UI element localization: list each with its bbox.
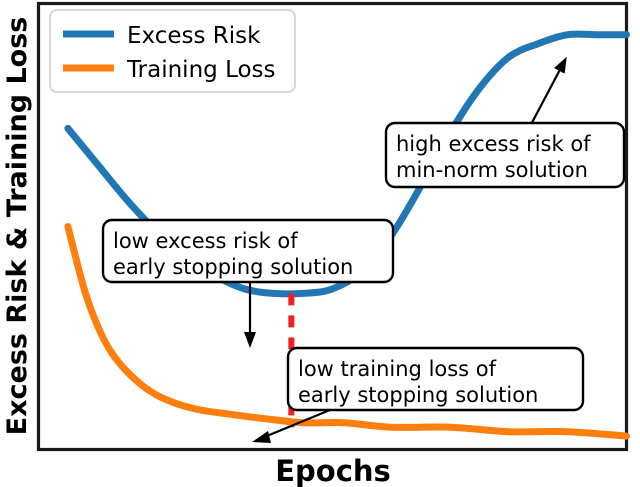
- annotation-low-excess-risk: low excess risk of early stopping soluti…: [101, 218, 395, 348]
- annotation-high-excess-risk: high excess risk of min-norm solution: [384, 56, 626, 189]
- annotation-arrowhead-low-excess-risk: [244, 332, 256, 348]
- annotation-line1-low-excess-risk: low excess risk of: [113, 229, 298, 253]
- annotation-line2-low-excess-risk: early stopping solution: [113, 255, 353, 279]
- annotation-low-training-loss: low training loss of early stopping solu…: [252, 346, 585, 443]
- annotation-line1-low-training-loss: low training loss of: [298, 357, 497, 381]
- annotation-box-low-excess-risk: [101, 218, 395, 284]
- annotation-box-low-training-loss: [286, 346, 585, 412]
- annotation-arrowhead-low-training-loss: [252, 431, 271, 443]
- annotation-line2-low-training-loss: early stopping solution: [298, 383, 538, 407]
- annotation-line1-high-excess-risk: high excess risk of: [396, 132, 591, 156]
- annotation-arrow-low-training-loss: [261, 408, 331, 440]
- series-line-training-loss: [64, 223, 630, 440]
- annotation-line2-high-excess-risk: min-norm solution: [396, 158, 588, 182]
- legend-item-excess-risk[interactable]: Excess Risk: [63, 23, 261, 49]
- legend: Excess Risk Training Loss: [49, 9, 296, 93]
- legend-label-excess-risk: Excess Risk: [127, 23, 261, 49]
- y-axis-label: Excess Risk & Training Loss: [2, 17, 33, 436]
- annotation-arrowhead-high-excess-risk: [554, 56, 567, 74]
- legend-label-training-loss: Training Loss: [126, 57, 276, 83]
- plot-frame: [36, 1, 629, 452]
- annotation-box-high-excess-risk: [384, 121, 626, 189]
- x-axis-label: Epochs: [275, 454, 391, 487]
- legend-item-training-loss[interactable]: Training Loss: [63, 57, 276, 83]
